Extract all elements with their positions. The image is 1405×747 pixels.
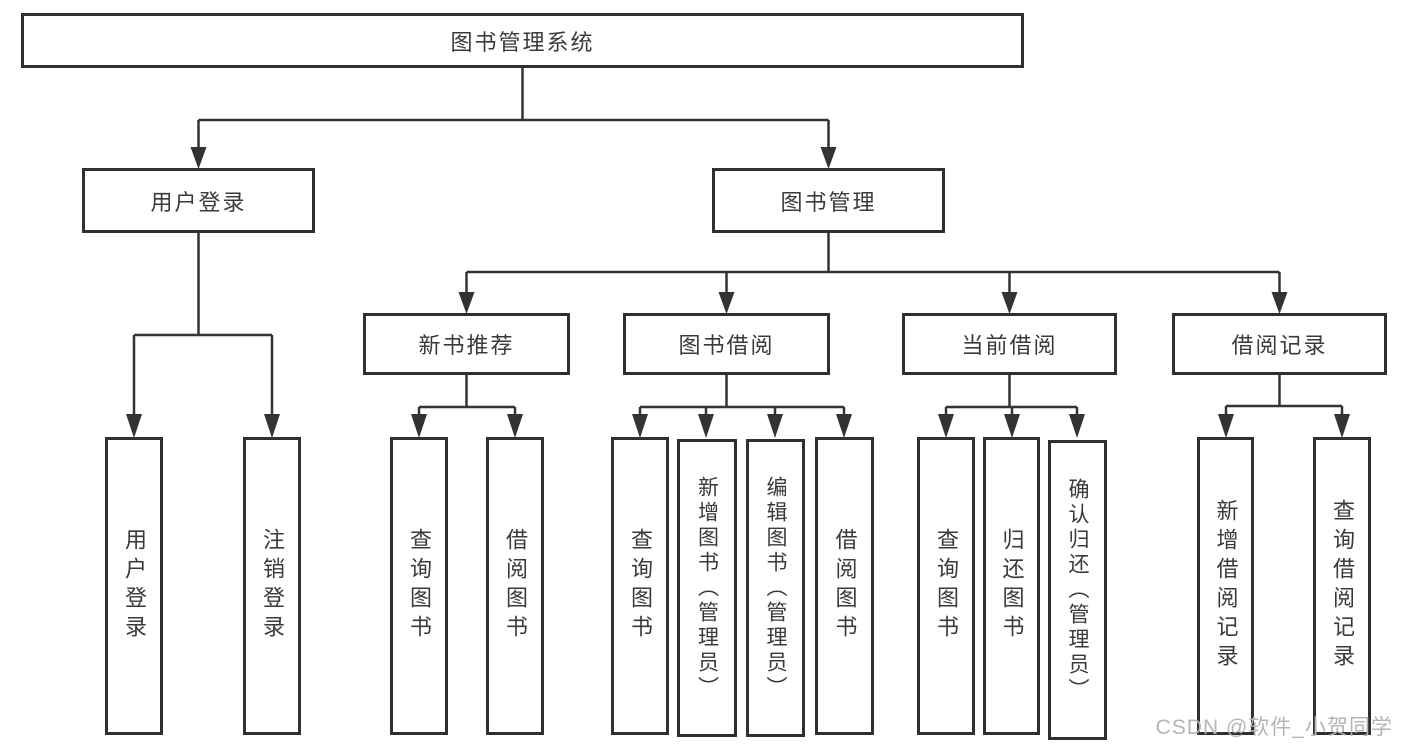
connector-currentborrow-to-leaves bbox=[944, 374, 1079, 417]
leaf-bookborrow-query-label: 查询图书 bbox=[628, 528, 653, 644]
node-current-borrow-label: 当前借阅 bbox=[961, 333, 1058, 358]
leaf-newbook-borrow: 借阅图书 bbox=[486, 437, 544, 735]
node-book-management: 图书管理 bbox=[712, 168, 945, 233]
leaf-bookborrow-query: 查询图书 bbox=[611, 437, 669, 735]
node-book-borrow-label: 图书借阅 bbox=[678, 333, 775, 358]
connector-newbook-to-leaves bbox=[417, 374, 517, 417]
node-current-borrow: 当前借阅 bbox=[902, 313, 1117, 375]
leaf-currentborrow-return-label: 归还图书 bbox=[999, 528, 1025, 644]
node-root: 图书管理系统 bbox=[21, 13, 1024, 68]
leaf-bookborrow-edit-label: 编辑图书（管理员） bbox=[764, 475, 787, 701]
arrowheads bbox=[126, 147, 1350, 438]
node-borrow-record-label: 借阅记录 bbox=[1231, 333, 1328, 358]
csdn-watermark: CSDN @软件_小贺同学 bbox=[1155, 716, 1393, 739]
leaf-currentborrow-confirm: 确认归还（管理员） bbox=[1048, 440, 1107, 740]
leaf-borrowrecord-add-label: 新增借阅记录 bbox=[1213, 499, 1239, 673]
node-user-login-label: 用户登录 bbox=[150, 189, 247, 215]
leaf-currentborrow-query-label: 查询图书 bbox=[934, 528, 959, 644]
connector-borrowrecord-to-leaves bbox=[1224, 374, 1344, 417]
leaf-bookborrow-borrow: 借阅图书 bbox=[815, 437, 874, 735]
leaf-user-login: 用户登录 bbox=[105, 437, 163, 735]
connector-bookmgmt-to-level3 bbox=[465, 232, 1281, 293]
node-root-label: 图书管理系统 bbox=[450, 29, 595, 55]
leaf-currentborrow-confirm-label: 确认归还（管理员） bbox=[1066, 477, 1089, 703]
leaf-bookborrow-borrow-label: 借阅图书 bbox=[832, 528, 858, 644]
leaf-borrowrecord-query: 查询借阅记录 bbox=[1313, 437, 1371, 735]
leaf-currentborrow-query: 查询图书 bbox=[917, 437, 975, 735]
leaf-newbook-borrow-label: 借阅图书 bbox=[503, 528, 528, 644]
leaf-newbook-query: 查询图书 bbox=[390, 437, 448, 735]
leaf-logout-label: 注销登录 bbox=[260, 528, 285, 644]
leaf-currentborrow-return: 归还图书 bbox=[983, 437, 1040, 735]
node-new-book-recommend: 新书推荐 bbox=[363, 313, 570, 375]
leaf-bookborrow-add-label: 新增图书（管理员） bbox=[695, 475, 719, 701]
leaf-borrowrecord-add: 新增借阅记录 bbox=[1197, 437, 1254, 735]
leaf-bookborrow-add: 新增图书（管理员） bbox=[677, 439, 737, 737]
connector-userlogin-to-leaves bbox=[132, 232, 274, 416]
node-user-login: 用户登录 bbox=[82, 168, 315, 233]
leaf-user-login-label: 用户登录 bbox=[122, 528, 147, 644]
leaf-bookborrow-edit: 编辑图书（管理员） bbox=[746, 439, 805, 737]
node-borrow-record: 借阅记录 bbox=[1172, 313, 1387, 375]
connector-bookborrow-to-leaves bbox=[638, 374, 846, 417]
node-book-borrow: 图书借阅 bbox=[623, 313, 830, 375]
leaf-newbook-query-label: 查询图书 bbox=[407, 528, 432, 644]
leaf-logout: 注销登录 bbox=[243, 437, 301, 735]
node-book-management-label: 图书管理 bbox=[780, 189, 877, 215]
node-new-book-recommend-label: 新书推荐 bbox=[418, 333, 515, 358]
connector-root-to-level2 bbox=[197, 66, 830, 150]
leaf-borrowrecord-query-label: 查询借阅记录 bbox=[1330, 499, 1355, 673]
